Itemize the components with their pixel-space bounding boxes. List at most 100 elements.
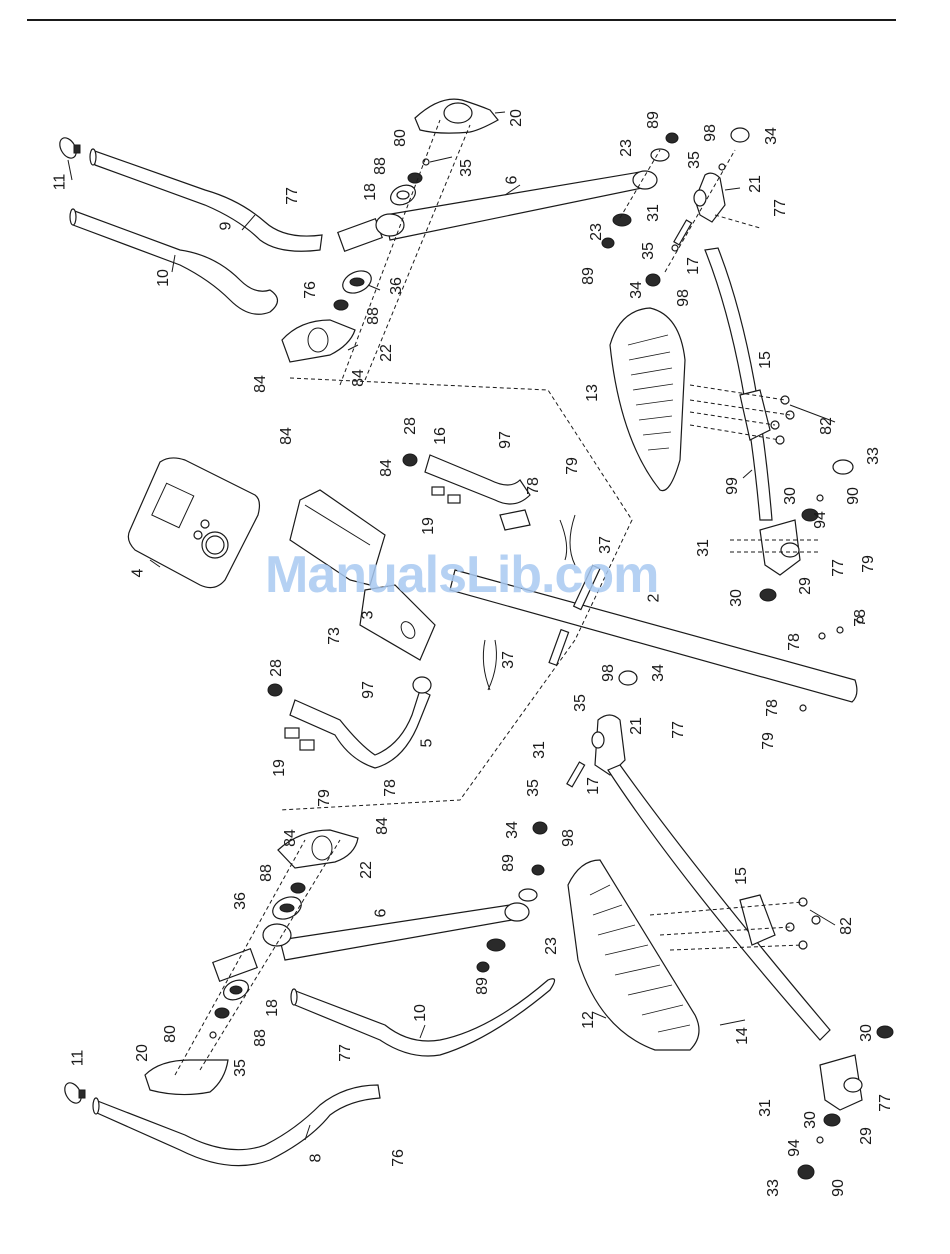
- part-10-upper-handle-right: [71, 209, 279, 315]
- callout-94: 94: [811, 511, 829, 529]
- part-15-bracket-lower: [739, 894, 776, 946]
- callout-78: 78: [381, 779, 399, 797]
- callout-30: 30: [857, 1024, 875, 1042]
- callout-15: 15: [756, 351, 774, 369]
- callout-14: 14: [733, 1027, 751, 1045]
- part-29-pivot-lower: [819, 1054, 863, 1111]
- callout-31: 31: [694, 539, 712, 557]
- watermark: ManualsLib.com: [265, 546, 659, 604]
- callout-79: 79: [859, 555, 877, 573]
- callout-4: 4: [129, 568, 147, 578]
- part-89-cap-b: [601, 237, 615, 249]
- header-rule: [27, 19, 896, 21]
- callout-29: 29: [857, 1127, 875, 1145]
- callout-36: 36: [231, 892, 249, 910]
- callout-9: 9: [217, 221, 235, 231]
- part-82-bolt-upper: [780, 395, 790, 405]
- callout-78: 78: [524, 477, 542, 495]
- part-29-pivot-upper: [759, 519, 801, 576]
- part-8-lower-handle-left: [94, 1084, 381, 1167]
- callout-11: 11: [51, 173, 69, 191]
- part-89-cap-c: [531, 864, 545, 876]
- callout-10: 10: [154, 269, 172, 287]
- part-4-console: [127, 457, 261, 589]
- part-30-bushing-lower-a: [876, 1025, 894, 1039]
- callout-80: 80: [391, 129, 409, 147]
- callout-89: 89: [579, 267, 597, 285]
- part-console-mount: [289, 489, 386, 586]
- callout-33: 33: [764, 1179, 782, 1197]
- part-3-plate: [359, 584, 436, 661]
- callout-35: 35: [457, 159, 475, 177]
- callout-12: 12: [579, 1011, 597, 1029]
- part-89-cap-d: [476, 961, 490, 973]
- callout-13: 13: [583, 384, 601, 402]
- callout-34: 34: [649, 664, 667, 682]
- callout-11: 11: [69, 1049, 87, 1067]
- part-34-cap-d: [532, 821, 548, 835]
- part-17-axle-upper: [673, 219, 693, 246]
- callout-36: 36: [387, 277, 405, 295]
- callout-89: 89: [644, 111, 662, 129]
- callout-76: 76: [389, 1149, 407, 1167]
- callout-97: 97: [359, 681, 377, 699]
- part-16-handle-upper: [424, 454, 531, 505]
- callout-28: 28: [401, 417, 419, 435]
- part-11-end-cap-upper: [59, 137, 81, 159]
- callout-21: 21: [627, 717, 645, 735]
- callout-88: 88: [251, 1029, 269, 1047]
- callout-84: 84: [373, 817, 391, 835]
- callout-31: 31: [530, 741, 548, 759]
- callout-35: 35: [231, 1059, 249, 1077]
- callout-82: 82: [837, 917, 855, 935]
- part-23-bearing-c: [518, 888, 538, 902]
- callout-10: 10: [411, 1004, 429, 1022]
- callout-94: 94: [785, 1139, 803, 1157]
- callout-30: 30: [801, 1111, 819, 1129]
- part-23-bearing-a: [650, 148, 670, 162]
- callout-98: 98: [701, 124, 719, 142]
- callout-79: 79: [759, 732, 777, 750]
- part-23-bearing-b: [612, 213, 632, 227]
- callout-35: 35: [524, 779, 542, 797]
- callout-3: 3: [359, 610, 377, 620]
- pedal-12-tread: [589, 884, 691, 1033]
- part-88-bushing-upper-b: [333, 299, 349, 311]
- part-14-pedal-arm-lower: [607, 764, 831, 1041]
- callout-88: 88: [257, 864, 275, 882]
- callout-78: 78: [763, 699, 781, 717]
- part-30-bushing-upper-a: [801, 508, 819, 522]
- callout-79: 79: [563, 457, 581, 475]
- callout-77: 77: [669, 721, 687, 739]
- callout-18: 18: [263, 999, 281, 1017]
- part-30-bushing-upper-b: [759, 588, 777, 602]
- part-28-cap-upper: [402, 453, 418, 467]
- callout-77: 77: [876, 1094, 894, 1112]
- callout-30: 30: [781, 487, 799, 505]
- callout-84: 84: [277, 427, 295, 445]
- callout-35: 35: [639, 242, 657, 260]
- callout-79: 79: [315, 789, 333, 807]
- part-94-washer-lower: [816, 1136, 824, 1144]
- callout-97: 97: [496, 431, 514, 449]
- part-20-cover-lower: [144, 1059, 229, 1096]
- callout-23: 23: [542, 937, 560, 955]
- callout-29: 29: [796, 577, 814, 595]
- part-frame-pin: [572, 564, 601, 611]
- callout-34: 34: [627, 281, 645, 299]
- callout-84: 84: [281, 829, 299, 847]
- part-6-lower-arm: [279, 904, 513, 961]
- part-33-cap-upper: [832, 459, 854, 475]
- callout-98: 98: [559, 829, 577, 847]
- callout-5: 5: [418, 738, 436, 748]
- callout-82: 82: [817, 417, 835, 435]
- callout-76: 76: [301, 281, 319, 299]
- part-23-bearing-d: [486, 938, 506, 952]
- callout-16: 16: [431, 427, 449, 445]
- callout-8: 8: [307, 1153, 325, 1163]
- callout-34: 34: [762, 127, 780, 145]
- callout-6: 6: [503, 175, 521, 185]
- pedal-13-tread: [627, 334, 674, 451]
- callout-35: 35: [685, 151, 703, 169]
- part-34-cap-a: [730, 127, 750, 143]
